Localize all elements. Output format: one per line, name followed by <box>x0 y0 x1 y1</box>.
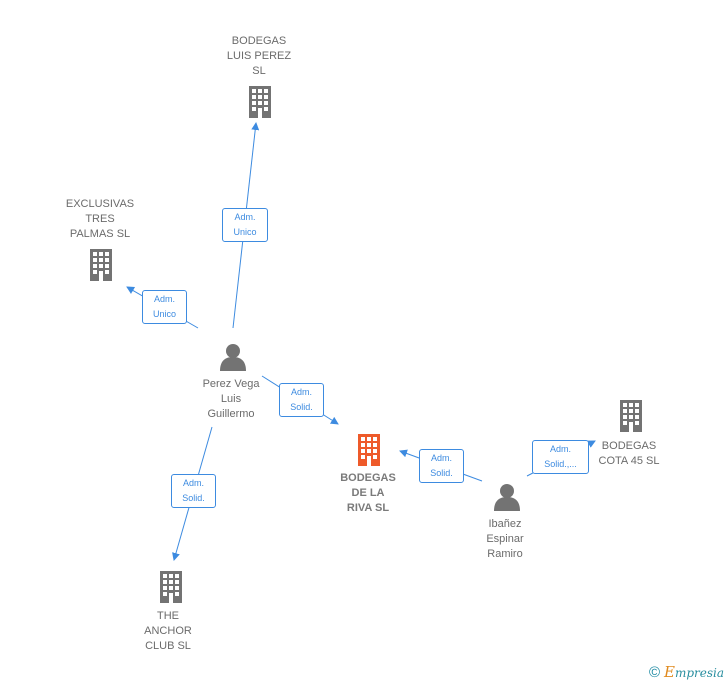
brand-name: mpresia <box>674 666 724 680</box>
brand-initial: E <box>663 663 675 681</box>
person-icon <box>220 344 246 371</box>
copyright-symbol: © <box>649 664 661 681</box>
edge-label-adm-solid[interactable]: Adm. Solid. <box>171 474 216 508</box>
node-label-bodegas-cota-45[interactable]: BODEGAS COTA 45 SL <box>598 440 660 467</box>
node-label-exclusivas-tres-palmas[interactable]: EXCLUSIVAS TRES PALMAS SL <box>65 198 135 240</box>
edge-label-adm-unico[interactable]: Adm. Unico <box>222 208 268 242</box>
edge-label-adm-solid-more[interactable]: Adm. Solid.,... <box>532 440 589 474</box>
edge-label-adm-solid[interactable]: Adm. Solid. <box>419 449 464 483</box>
person-icon <box>494 484 520 511</box>
building-icon <box>620 400 642 432</box>
building-icon <box>90 249 112 281</box>
node-label-perez-vega[interactable]: Perez Vega Luis Guillermo <box>202 378 260 420</box>
empresia-watermark: © Empresia <box>649 663 724 681</box>
edge-label-adm-solid[interactable]: Adm. Solid. <box>279 383 324 417</box>
node-label-bodegas-luis-perez[interactable]: BODEGAS LUIS PEREZ SL <box>226 35 292 77</box>
building-icon <box>249 86 271 118</box>
node-label-the-anchor-club[interactable]: THE ANCHOR CLUB SL <box>144 610 192 652</box>
node-label-bodegas-de-la-riva[interactable]: BODEGAS DE LA RIVA SL <box>340 472 396 514</box>
building-icon <box>160 571 182 603</box>
node-label-ibanez-espinar[interactable]: Ibañez Espinar Ramiro <box>486 518 524 560</box>
edge-label-adm-unico[interactable]: Adm. Unico <box>142 290 187 324</box>
building-icon <box>358 434 380 466</box>
